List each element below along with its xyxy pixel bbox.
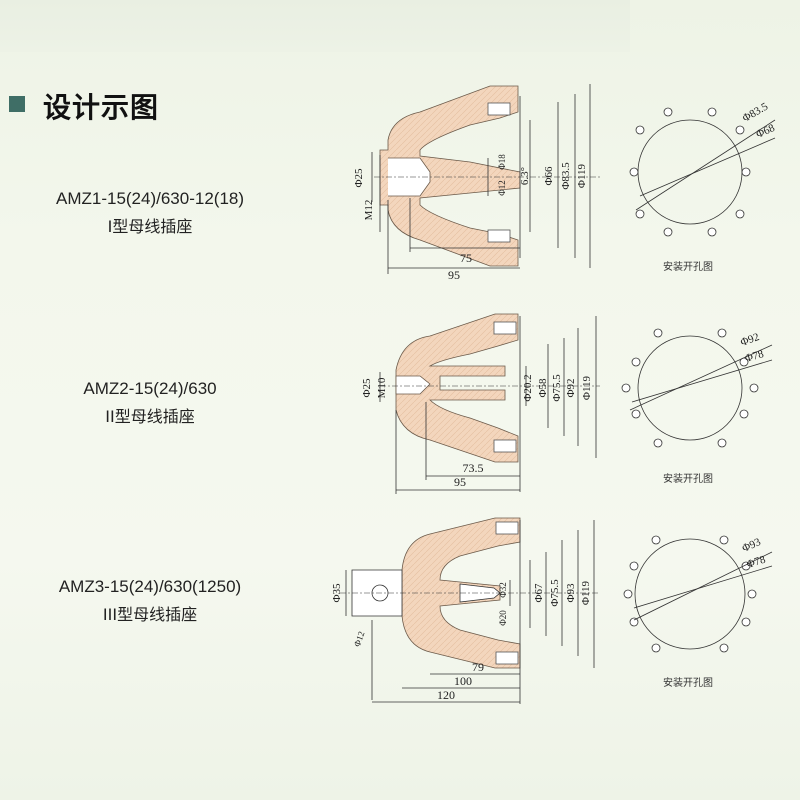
insert-bot-2 <box>493 439 517 453</box>
dim-mount-inner-1: Φ68 <box>754 122 777 141</box>
drawing-2-section <box>395 313 519 463</box>
drawing-1-dims: Φ25 M12 Φ12 Φ18 6.3° Φ66 Φ83.5 Φ119 75 9… <box>353 154 588 282</box>
dim-mount-outer-2: Φ92 <box>739 331 761 349</box>
mounting-caption-1: 安装开孔图 <box>663 260 713 273</box>
insert-top-3 <box>495 521 519 535</box>
dim-d0: Φ20.2 <box>522 374 534 401</box>
product-label-1: AMZ1-15(24)/630-12(18) I型母线插座 <box>0 185 315 241</box>
title-marker-square <box>9 96 25 112</box>
dim-mount-outer-3: Φ93 <box>740 536 763 555</box>
bore-2 <box>395 375 431 395</box>
drawing-2-dims: Φ25 M10 Φ20.2 Φ58 Φ75.5 Φ92 Φ119 73.5 95 <box>361 374 593 489</box>
product-name: I型母线插座 <box>107 217 193 236</box>
dim-len1: 79 <box>472 660 484 674</box>
mounting-pattern-1 <box>629 107 776 237</box>
product-code: AMZ2-15(24)/630 <box>83 379 217 398</box>
product-label-3: AMZ3-15(24)/630(1250) III型母线插座 <box>0 573 315 629</box>
dim-hole-dia: Φ12 <box>352 630 367 648</box>
dim-bolt: M10 <box>376 377 388 398</box>
product-label-2: AMZ2-15(24)/630 II型母线插座 <box>0 375 315 431</box>
mounting-caption-2: 安装开孔图 <box>663 472 713 485</box>
dim-d4: Φ119 <box>580 580 592 605</box>
dim-d2: Φ75.5 <box>551 374 563 402</box>
dim-len3: 120 <box>437 688 455 702</box>
dim-len2: 95 <box>448 268 460 282</box>
dim-d4: Φ119 <box>581 375 593 400</box>
product-code: AMZ1-15(24)/630-12(18) <box>55 189 245 208</box>
drawing-1-section <box>371 84 600 274</box>
product-name: II型母线插座 <box>105 407 195 426</box>
dim-d3: Φ119 <box>576 163 588 188</box>
insulator-body-1 <box>379 85 521 267</box>
dim-d1: Φ66 <box>543 166 555 186</box>
mounting-pattern-2 <box>621 328 773 448</box>
dim-len2: 95 <box>454 475 466 489</box>
dim-len2: 100 <box>454 674 472 688</box>
dim-mount-outer-1: Φ83.5 <box>741 100 771 124</box>
product-code: AMZ3-15(24)/630(1250) <box>58 577 242 596</box>
insert-bot-3 <box>495 651 519 665</box>
dim-d3: Φ92 <box>565 378 577 397</box>
dim-mount-inner-3: Φ78 <box>745 553 767 570</box>
dim-len1: 73.5 <box>463 461 484 475</box>
insert-top-1 <box>487 102 511 116</box>
header-band <box>0 0 630 52</box>
dim-hole-dia: Φ12 <box>497 180 507 196</box>
dim-d2: Φ75.5 <box>549 579 561 607</box>
dim-bolt: M12 <box>363 200 375 221</box>
insert-bot-1 <box>487 229 511 243</box>
dim-d2: Φ83.5 <box>560 162 572 190</box>
dim-shank-dia: Φ25 <box>361 378 373 398</box>
dim-len1: 75 <box>460 251 472 265</box>
dim-d0b: Φ32 <box>498 582 508 598</box>
insert-top-2 <box>493 321 517 335</box>
dim-angle: 6.3° <box>519 167 531 185</box>
dim-d1: Φ67 <box>533 583 545 603</box>
dim-d3: Φ93 <box>565 583 577 603</box>
dim-shank-dia: Φ35 <box>331 583 343 603</box>
dim-d0a: Φ20 <box>498 610 508 626</box>
mounting-caption-3: 安装开孔图 <box>663 676 713 689</box>
dim-d1: Φ58 <box>537 378 549 398</box>
dim-hole-dia2: Φ18 <box>497 154 507 170</box>
page-title: 设计示图 <box>43 91 160 124</box>
product-name: III型母线插座 <box>102 605 198 624</box>
mounting-pattern-3 <box>623 535 773 653</box>
dim-shank-dia: Φ25 <box>353 168 365 188</box>
insulator-body-2 <box>395 313 519 463</box>
drawing-3-dimlines <box>340 520 600 704</box>
drawing-2-dimlines <box>379 316 600 494</box>
dim-mount-inner-2: Φ78 <box>744 348 766 365</box>
